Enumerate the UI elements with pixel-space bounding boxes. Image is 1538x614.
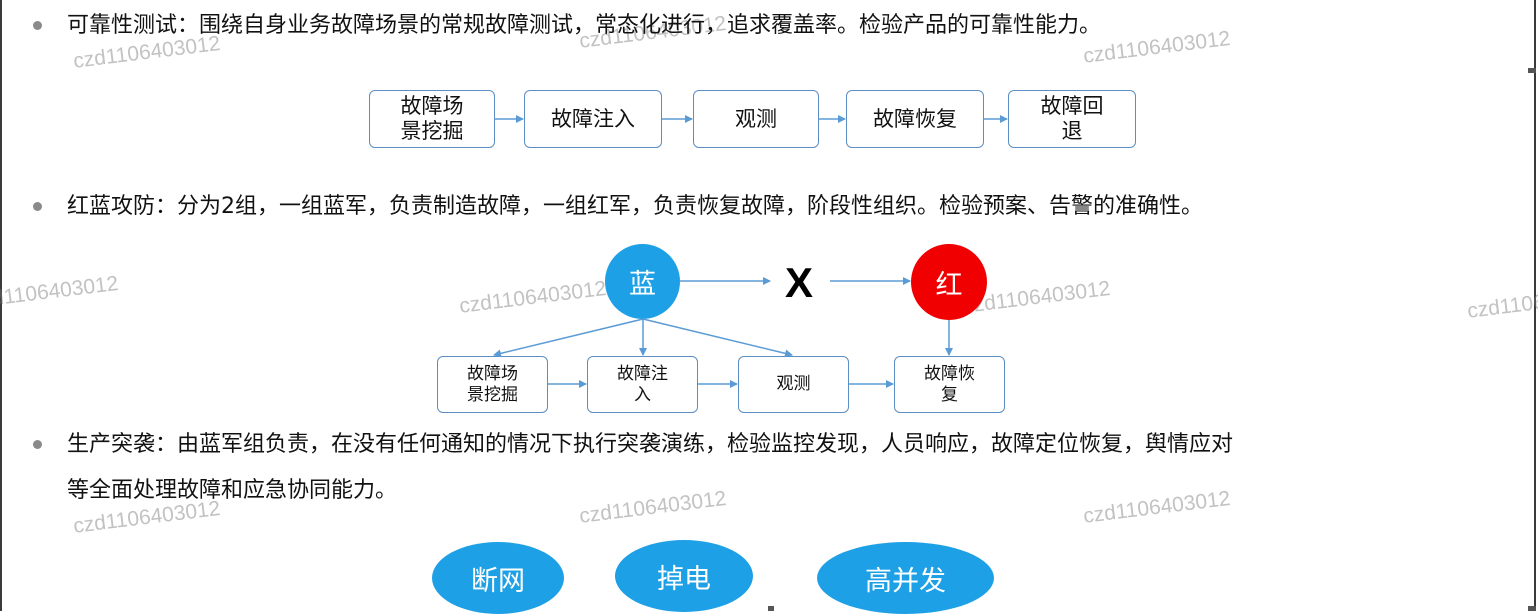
production-raid-text-line2: 等全面处理故障和应急协同能力。: [67, 478, 398, 503]
flow1-box-inject: 故障注入: [524, 90, 662, 148]
blue-to-observe-arrow: [642, 318, 793, 358]
flow2-box-recover: 故障恢 复: [894, 356, 1005, 413]
red-team-circle: 红: [911, 244, 987, 320]
scenario-network-cut: 断网: [432, 542, 564, 614]
versus-x-mark: X: [785, 259, 814, 306]
bullet-point: [33, 21, 42, 30]
flow2-box-observe: 观测: [738, 356, 849, 413]
frame-tick: [768, 606, 774, 611]
reliability-test-text: 可靠性测试：围绕自身业务故障场景的常规故障测试，常态化进行，追求覆盖率。检验产品…: [67, 13, 1102, 38]
blue-team-circle: 蓝: [605, 244, 680, 319]
frame-right-border: [1534, 0, 1536, 611]
scenario-power-loss: 掉电: [615, 540, 753, 612]
flow2-box-scenario: 故障场 景挖掘: [437, 356, 548, 413]
frame-tick: [1528, 606, 1536, 611]
scenario-high-concurrency: 高并发: [817, 542, 994, 614]
frame-tick: [1528, 68, 1536, 73]
flow1-box-rollback: 故障回 退: [1008, 90, 1136, 148]
frame-left-border: [0, 0, 2, 611]
flow1-box-recover: 故障恢复: [846, 90, 984, 148]
red-blue-text: 红蓝攻防：分为2组，一组蓝军，负责制造故障，一组红军，负责恢复故障，阶段性组织。…: [67, 194, 1204, 219]
bullet-point: [33, 202, 42, 211]
flow1-box-observe: 观测: [693, 90, 819, 148]
bullet-point: [33, 440, 42, 449]
blue-to-scenario-arrow: [493, 318, 644, 358]
flow1-box-scenario: 故障场 景挖掘: [369, 90, 495, 148]
production-raid-text-line1: 生产突袭：由蓝军组负责，在没有任何通知的情况下执行突袭演练，检验监控发现，人员响…: [67, 432, 1234, 457]
flow2-box-inject: 故障注 入: [587, 356, 698, 413]
